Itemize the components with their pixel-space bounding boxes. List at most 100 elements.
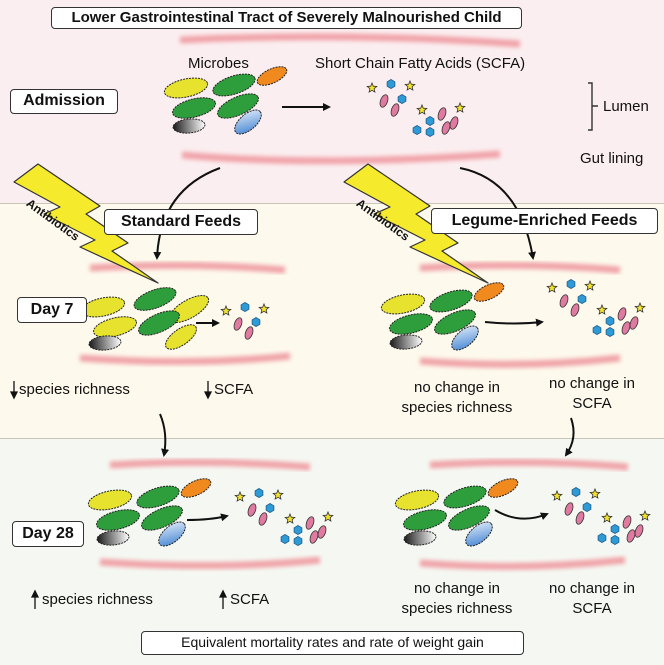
scfa-pill-admission-5 bbox=[390, 103, 400, 117]
scfa-hex-std-d28-1 bbox=[254, 488, 264, 498]
microbe-black-std-d28-5 bbox=[96, 530, 130, 546]
arrow-std-d28-microbes-to-scfa bbox=[186, 513, 229, 522]
microbe-green-leg-d28-3 bbox=[403, 509, 447, 531]
scfa-hex-std-d7-4 bbox=[251, 317, 261, 327]
gut-lining-label: Gut lining bbox=[580, 150, 644, 167]
scfa-star-leg-d7-0 bbox=[546, 281, 558, 293]
arrow-leg-d28-microbes-to-scfa bbox=[494, 509, 549, 520]
microbe-black-leg-d28-5 bbox=[403, 530, 437, 546]
microbe-yellow-leg-d7-0 bbox=[380, 293, 426, 315]
gut-lining-std-d28-top bbox=[109, 458, 311, 471]
scfa-star-std-d28-2 bbox=[272, 488, 284, 500]
microbe-blue-admission-6 bbox=[234, 109, 262, 135]
arrow-standard-d7-to-d28 bbox=[159, 413, 170, 457]
gut-lining-leg-d28-top bbox=[429, 458, 629, 471]
microbe-cluster-admission bbox=[163, 66, 288, 135]
antibiotics-bolt-legume bbox=[343, 163, 489, 284]
scfa-hex-admission-7 bbox=[425, 116, 435, 126]
gut-lining-admission-bottom bbox=[181, 150, 501, 165]
scfa-pill-leg-d28-13 bbox=[626, 529, 636, 543]
scfa-star-std-d28-6 bbox=[284, 512, 296, 524]
scfa-pill-std-d28-11 bbox=[317, 525, 327, 539]
scfa-hex-leg-d7-10 bbox=[592, 325, 602, 335]
scfa-pill-leg-d28-11 bbox=[634, 524, 644, 538]
legume-feeds-label: Legume-Enriched Feeds bbox=[431, 208, 658, 234]
antibiotics-bolt-standard bbox=[13, 163, 159, 284]
scfa-star-std-d28-0 bbox=[234, 490, 246, 502]
microbe-blue-leg-d7-6 bbox=[451, 325, 479, 351]
standard-feeds-label: Standard Feeds bbox=[104, 209, 258, 235]
gut-lining-leg-d7-top bbox=[419, 261, 621, 274]
microbe-blue-leg-d28-6 bbox=[465, 521, 493, 547]
scfa-hex-leg-d28-12 bbox=[610, 535, 620, 545]
scfa-star-leg-d28-9 bbox=[639, 509, 651, 521]
scfa-pill-std-d7-5 bbox=[244, 326, 254, 340]
scfa-pill-leg-d28-8 bbox=[622, 515, 632, 529]
scfa-hex-leg-d7-1 bbox=[566, 279, 576, 289]
microbe-green-leg-d7-4 bbox=[434, 309, 476, 335]
microbe-green-std-d28-3 bbox=[96, 509, 140, 531]
scfa-pill-std-d7-3 bbox=[233, 317, 243, 331]
leg-d28-scfa-text: no change in SCFA bbox=[549, 580, 635, 617]
microbe-yellow-std-d28-0 bbox=[87, 489, 133, 511]
microbe-green-leg-d7-1 bbox=[429, 289, 473, 313]
gut-lining-std-d7-top bbox=[89, 261, 286, 274]
change-arrows bbox=[9, 381, 228, 609]
leg-d7-scfa-text: no change in SCFA bbox=[549, 375, 635, 412]
scfa-star-std-d7-0 bbox=[220, 304, 232, 316]
microbe-cluster-leg-d28 bbox=[394, 478, 519, 547]
scfa-group-leg-d28 bbox=[551, 487, 651, 545]
microbe-orange-leg-d28-2 bbox=[487, 478, 519, 498]
scfa-pill-leg-d7-8 bbox=[617, 307, 627, 321]
scfa-group-std-d7 bbox=[220, 302, 270, 340]
microbe-layer bbox=[80, 66, 519, 547]
std-d28-richness-text: species richness bbox=[42, 591, 153, 608]
page-title: Lower Gastrointestinal Tract of Severely… bbox=[51, 7, 522, 29]
scfa-pill-admission-3 bbox=[379, 94, 389, 108]
microbe-cluster-leg-d7 bbox=[380, 282, 505, 351]
microbe-black-leg-d7-5 bbox=[389, 334, 423, 350]
scfa-star-leg-d7-9 bbox=[634, 301, 646, 313]
scfa-hex-std-d28-7 bbox=[293, 525, 303, 535]
scfa-pill-admission-13 bbox=[441, 121, 451, 135]
microbe-green-leg-d28-1 bbox=[443, 485, 487, 509]
microbe-green-admission-3 bbox=[172, 97, 216, 119]
scfa-pill-admission-11 bbox=[449, 116, 459, 130]
microbe-yellow-std-d7-0 bbox=[80, 296, 126, 318]
up-arrow-richness-d28 bbox=[30, 589, 40, 609]
microbe-cluster-std-d28 bbox=[87, 478, 212, 547]
day28-label: Day 28 bbox=[12, 521, 84, 547]
microbe-yellow-leg-d28-0 bbox=[394, 489, 440, 511]
scfa-hex-admission-10 bbox=[412, 125, 422, 135]
microbe-yellow-std-d7-3 bbox=[93, 316, 137, 338]
microbe-yellow-std-d7-5 bbox=[165, 324, 197, 350]
microbe-blue-std-d28-6 bbox=[158, 521, 186, 547]
microbe-green-leg-d7-3 bbox=[389, 313, 433, 335]
microbe-green-std-d7-1 bbox=[133, 287, 177, 311]
scfa-layer bbox=[220, 79, 651, 546]
microbe-green-std-d7-4 bbox=[138, 310, 180, 336]
microbe-orange-leg-d7-2 bbox=[473, 282, 505, 302]
scfa-star-admission-6 bbox=[416, 103, 428, 115]
std-d28-scfa-text: SCFA bbox=[230, 591, 270, 608]
scfa-pill-leg-d7-13 bbox=[621, 321, 631, 335]
scfa-hex-std-d28-10 bbox=[280, 534, 290, 544]
microbe-cluster-std-d7 bbox=[80, 287, 210, 351]
microbe-green-std-d28-4 bbox=[141, 505, 183, 531]
scfa-pill-leg-d28-5 bbox=[575, 511, 585, 525]
scfa-pill-std-d28-8 bbox=[305, 516, 315, 530]
scfa-hex-leg-d28-4 bbox=[582, 502, 592, 512]
microbe-orange-std-d28-2 bbox=[180, 478, 212, 498]
scfa-pill-leg-d7-3 bbox=[559, 294, 569, 308]
day7-label: Day 7 bbox=[17, 297, 87, 323]
std-d7-scfa-text: SCFA bbox=[214, 381, 254, 398]
scfa-star-leg-d28-0 bbox=[551, 489, 563, 501]
microbe-black-admission-5 bbox=[172, 118, 206, 134]
flow-arrows bbox=[153, 103, 575, 522]
arrow-legume-d7-to-d28 bbox=[564, 417, 575, 457]
lumen-bracket bbox=[588, 82, 598, 131]
microbe-black-std-d7-6 bbox=[88, 335, 122, 351]
scfa-hex-std-d28-12 bbox=[293, 536, 303, 546]
microbes-label: Microbes bbox=[188, 55, 249, 72]
